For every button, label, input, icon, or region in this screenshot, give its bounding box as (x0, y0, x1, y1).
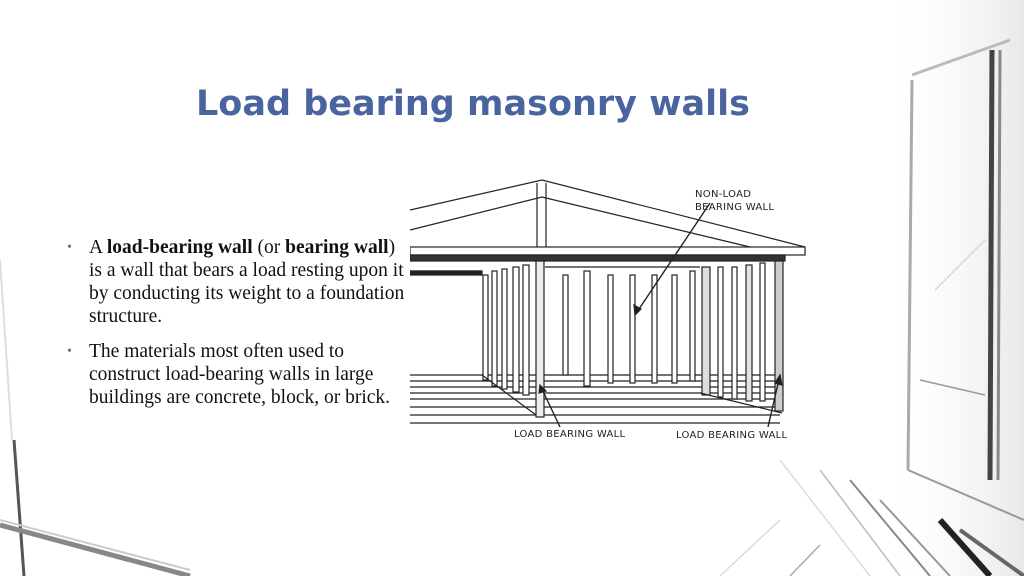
text-segment: The materials most often used to constru… (89, 341, 391, 408)
text-segment: (or (252, 237, 286, 258)
label-line: NON-LOAD (695, 189, 752, 200)
bullet-item: • The materials most often used to const… (65, 340, 410, 409)
bold-term: bearing wall (285, 237, 389, 258)
label-load-bearing-wall-left: LOAD BEARING WALL (514, 429, 626, 440)
wall-framing-diagram: NON-LOAD BEARING WALL LOAD BEARING WALL … (409, 175, 810, 445)
text-segment: ) is a wall that bears a load resting up… (89, 237, 405, 327)
label-load-bearing-wall-right: LOAD BEARING WALL (676, 430, 788, 441)
slide-title: Load bearing masonry walls (196, 84, 750, 124)
text-segment: A (89, 237, 107, 258)
bold-term: load-bearing wall (106, 237, 253, 258)
label-line: BEARING WALL (695, 202, 775, 213)
bullet-dot-icon: • (67, 240, 72, 255)
bullet-dot-icon: • (67, 344, 72, 359)
bullet-item: • A load-bearing wall (or bearing wall) … (65, 236, 410, 328)
house-frame-illustration (409, 179, 806, 428)
bullet-list: • A load-bearing wall (or bearing wall) … (65, 236, 410, 421)
label-non-load-bearing-wall: NON-LOAD BEARING WALL (695, 188, 774, 214)
